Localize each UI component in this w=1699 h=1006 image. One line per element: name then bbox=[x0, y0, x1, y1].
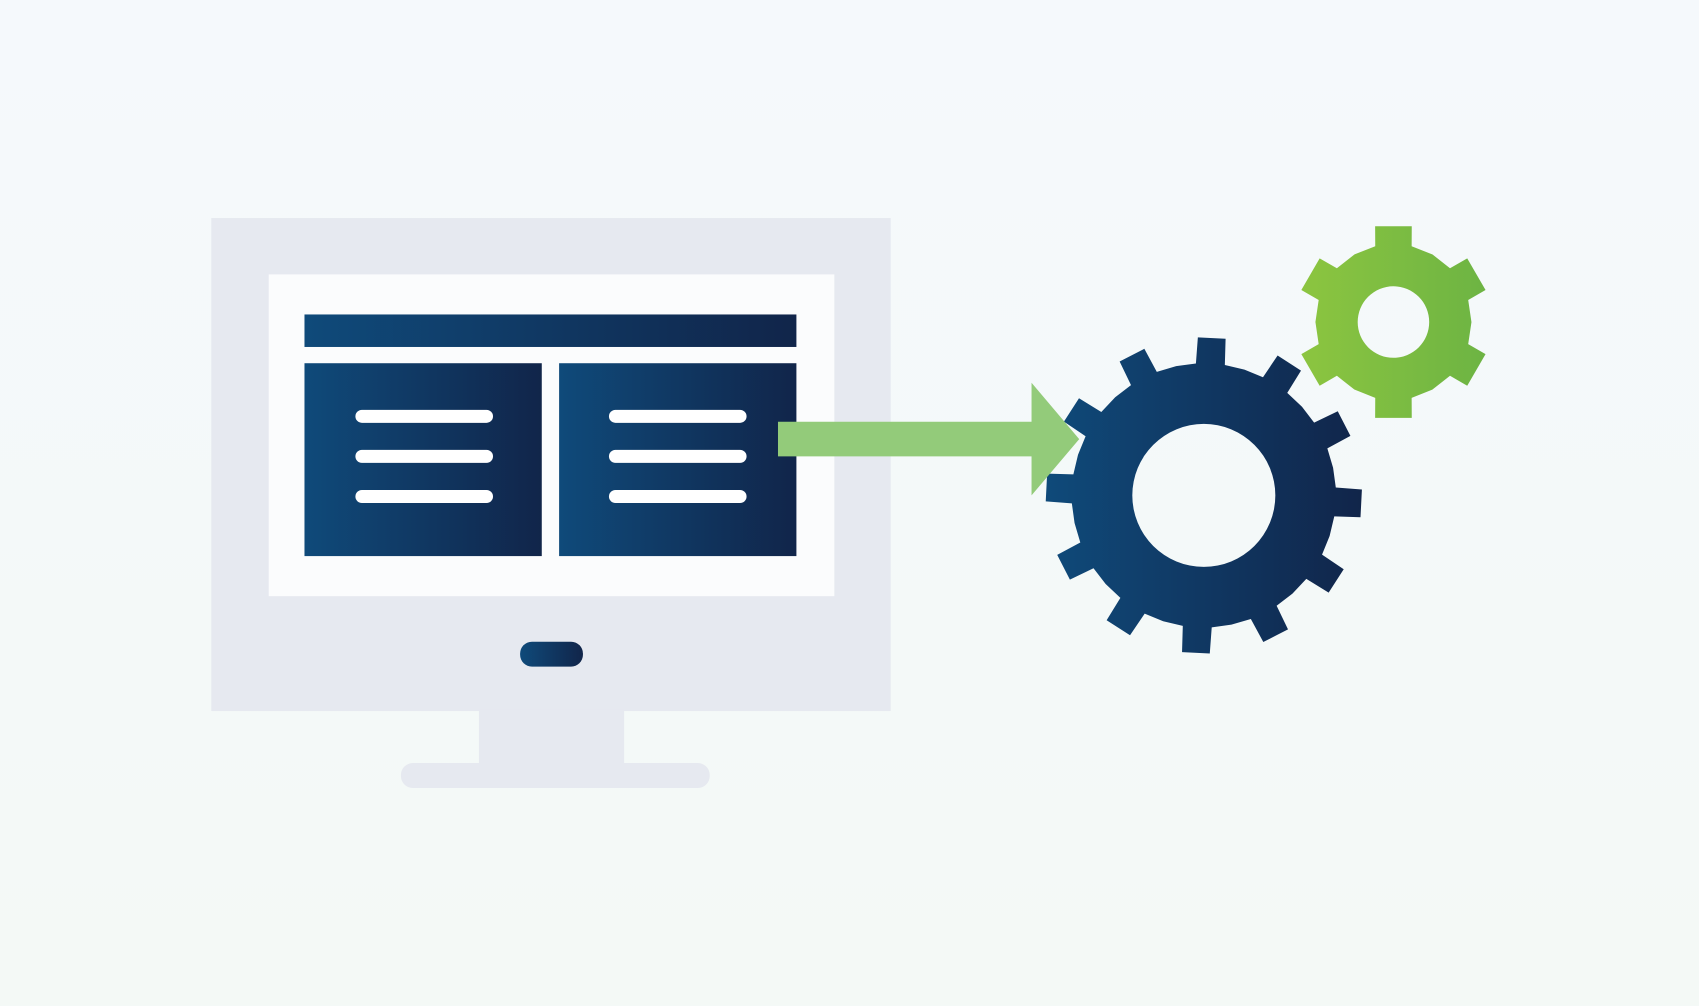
list-line bbox=[608, 449, 747, 463]
arrow-right-icon bbox=[777, 382, 1080, 496]
list-line bbox=[355, 409, 494, 423]
list-line bbox=[355, 449, 494, 463]
gear-icon bbox=[1301, 226, 1486, 418]
power-button bbox=[520, 641, 583, 667]
screen-header-bar bbox=[304, 314, 797, 347]
monitor-icon bbox=[211, 218, 891, 788]
monitor-stand bbox=[400, 763, 710, 788]
list-line bbox=[608, 489, 747, 503]
list-line bbox=[355, 489, 494, 503]
list-line bbox=[608, 409, 747, 423]
gear-icon bbox=[1045, 337, 1362, 654]
monitor-neck bbox=[478, 709, 625, 767]
